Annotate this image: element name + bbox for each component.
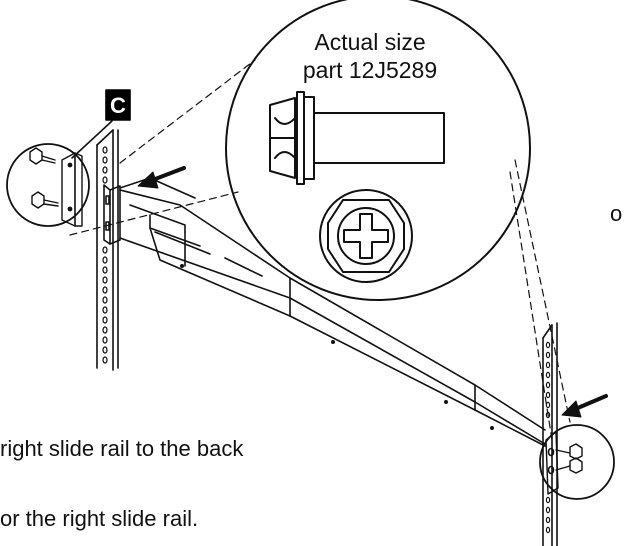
screw-icon [555,457,583,474]
caption-line-2: or the right slide rail. [0,506,199,531]
screw-icon [555,443,583,460]
left-rack-post [96,129,119,371]
slide-rail [103,177,546,447]
label-c: C [71,89,131,159]
callout-projection-lines [69,59,571,441]
caption-fragment-top: o [610,201,623,226]
post-holes-right [545,341,551,534]
screw-callout [225,0,531,301]
callout-title-line1: Actual size [314,29,425,55]
post-holes-left [102,146,108,364]
caption-line-1: right slide rail to the back [0,436,244,461]
label-c-text: C [110,93,126,118]
arrow-icon-right [561,394,608,418]
screw-icon [31,191,59,209]
screw-icon [29,147,56,165]
screw-icon-top-view [319,189,413,283]
right-rack-post [542,322,558,546]
callout-title-line2: part 12J5289 [303,57,437,83]
screw-icon-side-view [269,91,445,185]
right-detail-circle [539,424,615,500]
arrow-icon-left [137,166,186,189]
left-detail-circle [6,143,90,227]
